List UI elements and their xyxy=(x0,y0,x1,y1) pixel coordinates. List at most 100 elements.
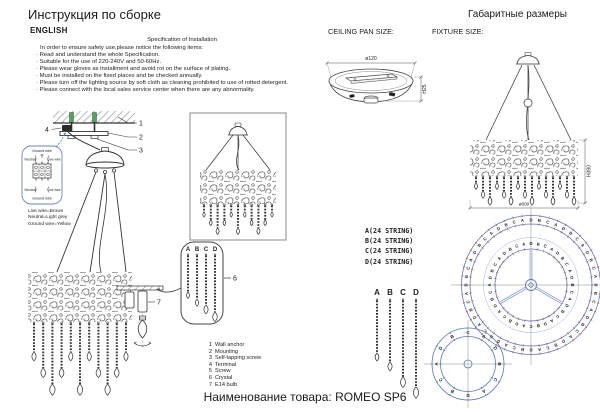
ring-letter: A xyxy=(554,222,559,228)
part-num: 4 xyxy=(208,361,212,368)
ring-tick xyxy=(499,230,502,234)
ring-tick xyxy=(572,228,575,232)
teardrop-crystal xyxy=(114,367,120,379)
ring-tick xyxy=(560,336,563,340)
ring-tick xyxy=(435,345,439,347)
bubble-column-c: C xyxy=(204,247,209,253)
ring-letter: C xyxy=(555,314,561,320)
ring-letter: A xyxy=(496,309,502,315)
ring-letter: B xyxy=(560,309,566,315)
chain-top-bead xyxy=(87,321,91,324)
ring-letter: B xyxy=(568,230,573,236)
ring-letter: C xyxy=(465,300,471,304)
ring-tick xyxy=(586,307,589,310)
ring-tick xyxy=(462,302,466,304)
ring-tick xyxy=(499,336,502,340)
bubble-column-a: A xyxy=(186,247,191,253)
assembled-fixture-frame xyxy=(189,112,287,241)
ring-letter: D xyxy=(472,250,478,255)
ring-tick xyxy=(486,327,489,330)
ring-tick xyxy=(480,333,483,336)
teardrop-crystal xyxy=(400,376,406,388)
teardrop-crystal xyxy=(95,367,101,379)
ring-tick xyxy=(593,310,597,313)
callout-1: 1 xyxy=(139,121,143,128)
ring-letter: A xyxy=(588,308,594,313)
chain-top-bead xyxy=(115,321,119,324)
ring-tick xyxy=(487,338,490,342)
ring-letter: D xyxy=(472,315,478,320)
ring-letter: D xyxy=(463,283,468,286)
teardrop-crystal xyxy=(564,190,570,199)
ring-letter: B xyxy=(588,258,594,263)
ring-tick xyxy=(573,327,576,330)
fixture-size-drawing xyxy=(468,52,587,210)
teardrop-crystal xyxy=(229,211,233,218)
ring-letter: D xyxy=(496,226,501,232)
ring-letter: A xyxy=(434,362,439,366)
teardrop-crystal xyxy=(222,219,227,227)
ring-tick xyxy=(502,307,505,310)
part-num: 7 xyxy=(208,381,212,388)
ring-letter: A xyxy=(464,292,469,296)
ring-letter: A xyxy=(549,246,554,252)
right-column-a: A xyxy=(374,288,380,297)
ring-letter: A xyxy=(487,283,492,286)
ring-tick xyxy=(495,343,498,347)
chain-top-bead xyxy=(523,175,527,179)
ring-letter: D xyxy=(564,303,570,308)
teardrop-crystal xyxy=(256,227,261,235)
part-name: Mounting xyxy=(215,348,239,355)
ring-circle xyxy=(528,282,534,288)
ring-letter: C xyxy=(574,236,580,242)
page-title: Инструкция по сборке xyxy=(28,7,161,22)
chain-top-bead xyxy=(124,321,128,324)
part-name: Self-tapping screw xyxy=(215,355,262,362)
ring-letter: D xyxy=(529,217,532,222)
callout-leaders xyxy=(51,116,137,151)
ring-tick xyxy=(584,241,588,244)
ring-letter: B xyxy=(508,318,513,324)
ring-letter: B xyxy=(560,256,566,262)
bubble-column-b: B xyxy=(195,247,200,253)
fixture-height: H390 xyxy=(587,165,593,177)
ring-letter: C xyxy=(482,328,488,334)
ring-letter: C xyxy=(512,219,516,225)
ring-letter: A xyxy=(504,342,509,348)
ring-tick xyxy=(589,318,593,321)
ring-letter: C xyxy=(529,324,532,329)
ring-letter: A xyxy=(521,218,525,223)
ring-tick xyxy=(495,271,499,274)
ring-letter: D xyxy=(555,250,561,256)
ring-tick xyxy=(556,347,559,351)
chain-top-bead xyxy=(488,175,492,179)
ring-tick xyxy=(506,340,509,343)
legend-line: Neutral=Light grey xyxy=(28,215,68,221)
ring-letter: C xyxy=(515,243,520,249)
ring-letter: D xyxy=(487,276,492,280)
ring-tick xyxy=(442,349,446,352)
ring-tick xyxy=(474,326,478,329)
chain-top-bead xyxy=(414,298,418,301)
callout-3: 3 xyxy=(139,148,143,155)
terminal-wiring-box xyxy=(21,132,66,205)
ring-tick xyxy=(557,260,560,263)
teardrop-crystal xyxy=(209,219,213,227)
part-num: 3 xyxy=(208,355,212,362)
ring-tick xyxy=(442,376,446,379)
ring-letter: D xyxy=(529,241,532,246)
ring-letter: C xyxy=(591,266,597,270)
teardrop-crystal xyxy=(86,351,92,362)
teardrop-crystal xyxy=(212,311,218,323)
ring-tick xyxy=(480,386,483,390)
teardrop-crystal xyxy=(501,190,507,199)
ring-letter: C xyxy=(465,266,471,270)
teardrop-crystal xyxy=(474,182,478,190)
ring-tick xyxy=(485,393,487,397)
ring-tick xyxy=(563,296,567,299)
ring-letter: B xyxy=(497,362,502,366)
